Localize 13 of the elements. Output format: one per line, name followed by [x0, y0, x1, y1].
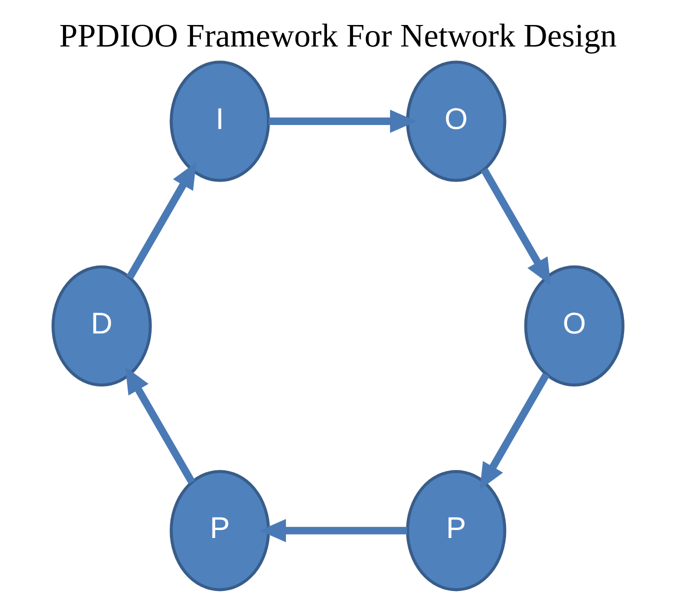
- arrow: [259, 518, 408, 542]
- node-ellipse: D: [52, 265, 152, 387]
- arrow: [480, 372, 550, 490]
- arrow: [480, 168, 551, 286]
- node-ellipse: O: [524, 265, 624, 387]
- node-ellipse: O: [406, 60, 506, 182]
- diagram-title: PPDIOO Framework For Network Design: [59, 18, 617, 55]
- node-ellipse: I: [170, 60, 270, 182]
- arrow: [126, 162, 196, 280]
- arrow: [125, 366, 196, 484]
- node-ellipse: P: [170, 470, 270, 592]
- arrow: [268, 110, 417, 133]
- node-ellipse: P: [406, 470, 506, 592]
